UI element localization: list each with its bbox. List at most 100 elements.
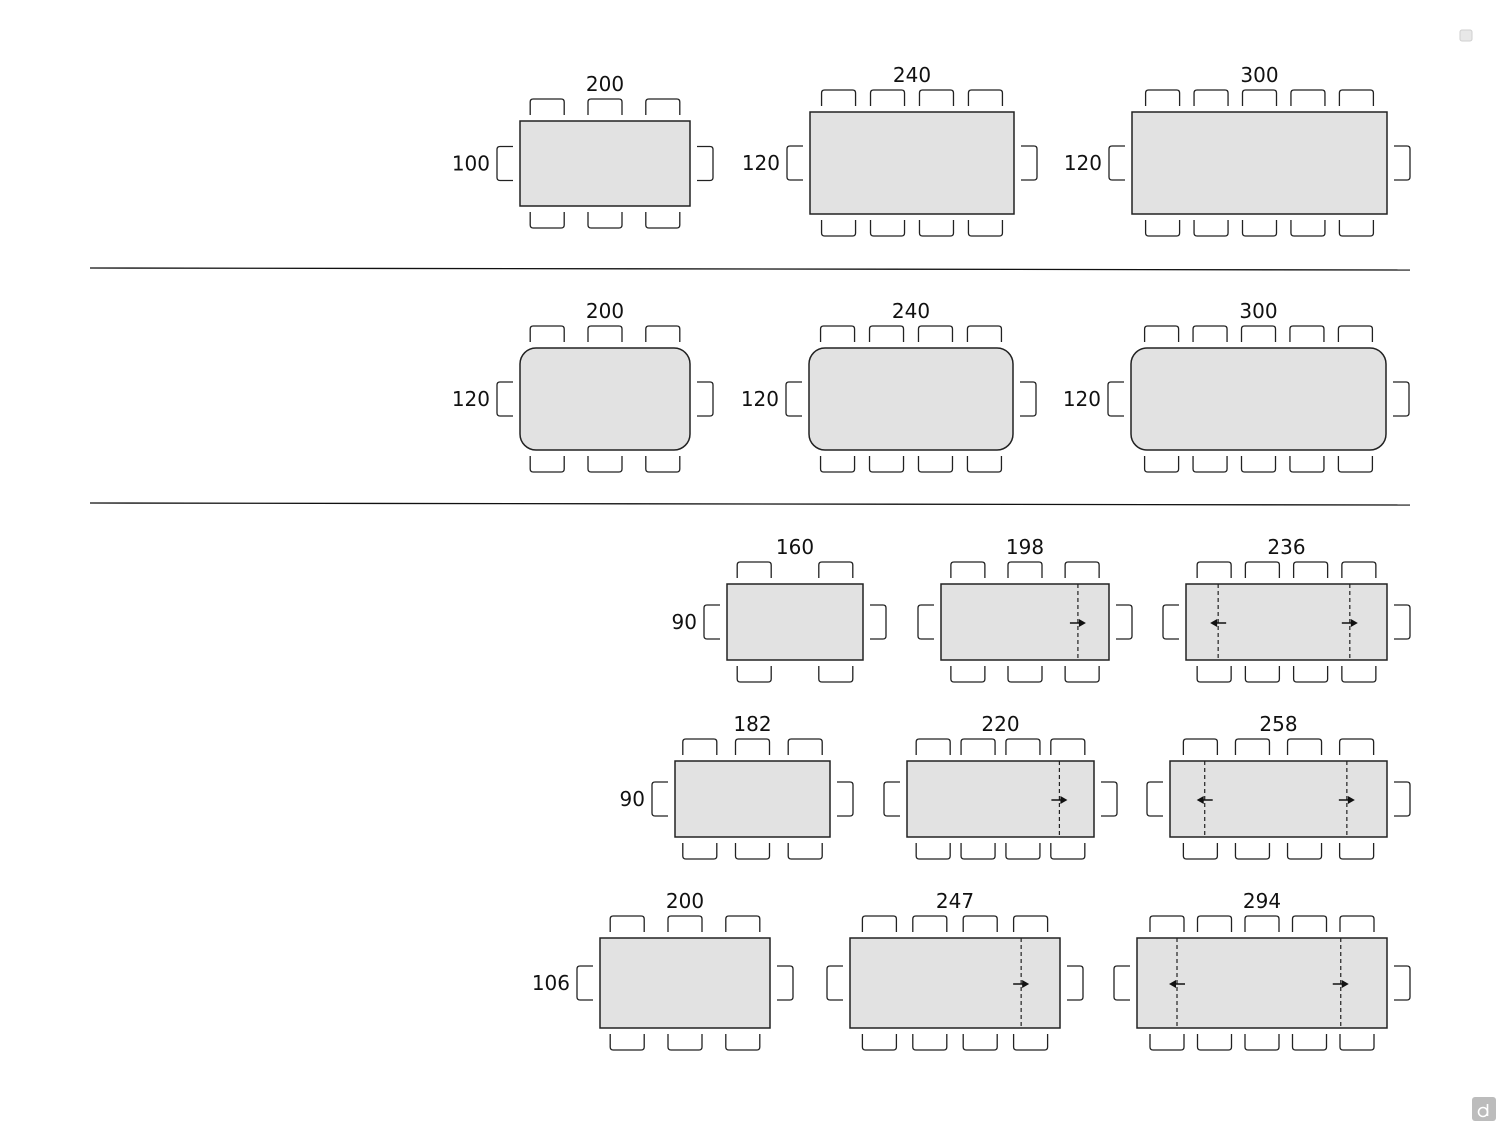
table-258: 258 (1146, 712, 1411, 860)
chair (1393, 381, 1410, 417)
square-icon (1459, 29, 1473, 42)
chair (697, 381, 714, 417)
chair (645, 212, 681, 229)
chair (786, 145, 803, 181)
chair (1234, 738, 1271, 755)
chair (1144, 89, 1181, 106)
chair (785, 381, 802, 417)
chair (1289, 325, 1325, 342)
chair (1196, 915, 1233, 932)
chair (1244, 666, 1281, 683)
chair (1149, 1034, 1185, 1051)
chair (915, 738, 951, 755)
chair (912, 1034, 948, 1051)
chair (1050, 843, 1086, 860)
chair (915, 843, 951, 860)
chair (1005, 843, 1041, 860)
chair (1286, 843, 1323, 860)
chair (917, 604, 934, 640)
chair (1108, 145, 1125, 181)
chair (734, 843, 771, 860)
chair (1144, 220, 1181, 237)
chair (917, 325, 954, 342)
chair (787, 738, 823, 755)
chair (1338, 220, 1375, 237)
chair (1338, 89, 1375, 106)
chair (950, 666, 986, 683)
chair (1012, 1034, 1049, 1051)
chair (1286, 738, 1323, 755)
chair (1289, 456, 1325, 473)
chair (667, 1034, 703, 1051)
table-294: 294 (1113, 889, 1411, 1051)
chair (587, 325, 623, 342)
chair (645, 325, 681, 342)
chair (1291, 1034, 1328, 1051)
length-label: 240 (893, 63, 931, 87)
width-label: 120 (742, 151, 780, 175)
chair (1067, 965, 1084, 1001)
chair (703, 604, 720, 640)
length-label: 200 (586, 299, 624, 323)
chair (918, 89, 955, 106)
chair (868, 325, 905, 342)
chair (1149, 915, 1185, 932)
table-240: 240 120 (742, 63, 1038, 237)
chair (682, 843, 718, 860)
chair (962, 1034, 998, 1051)
chair (736, 666, 772, 683)
chair (966, 325, 1003, 342)
length-label: 300 (1240, 63, 1278, 87)
chair (1244, 1034, 1280, 1051)
tabletop (726, 583, 864, 661)
chair (960, 843, 996, 860)
chair (1064, 561, 1100, 578)
chair (918, 220, 955, 237)
chair (576, 965, 593, 1001)
chair (682, 738, 718, 755)
arrow-icon (1069, 619, 1086, 627)
chair (1193, 220, 1229, 237)
chair (1196, 561, 1232, 578)
chair (725, 915, 761, 932)
chair (1050, 738, 1086, 755)
chair (736, 561, 772, 578)
chair (967, 220, 1004, 237)
arrow-icon (1196, 796, 1213, 804)
chair (1341, 666, 1377, 683)
chair (1143, 325, 1180, 342)
tabletop (849, 937, 1061, 1029)
tables-layer: 2001002401203001202001202401203001201609… (452, 63, 1411, 1051)
chair (609, 915, 645, 932)
arrow-icon (1341, 619, 1358, 627)
chair (966, 456, 1003, 473)
chair (1196, 666, 1232, 683)
chair (1193, 89, 1229, 106)
length-label: 160 (776, 535, 814, 559)
chair (869, 89, 906, 106)
chair (529, 212, 565, 229)
chair (869, 220, 906, 237)
arrow-icon (1332, 980, 1349, 988)
chair (861, 915, 898, 932)
arrow-icon (1051, 796, 1068, 804)
width-label: 106 (532, 971, 570, 995)
chair (1143, 456, 1180, 473)
chair (529, 325, 565, 342)
chair (819, 456, 856, 473)
chair (529, 98, 565, 115)
width-label: 120 (1063, 387, 1101, 411)
chair (1005, 738, 1041, 755)
chair (1338, 843, 1375, 860)
chair (1113, 965, 1130, 1001)
tabletop (519, 347, 691, 451)
arrow-icon (1210, 619, 1227, 627)
chair (734, 738, 771, 755)
chair (1234, 843, 1271, 860)
chair (529, 456, 565, 473)
